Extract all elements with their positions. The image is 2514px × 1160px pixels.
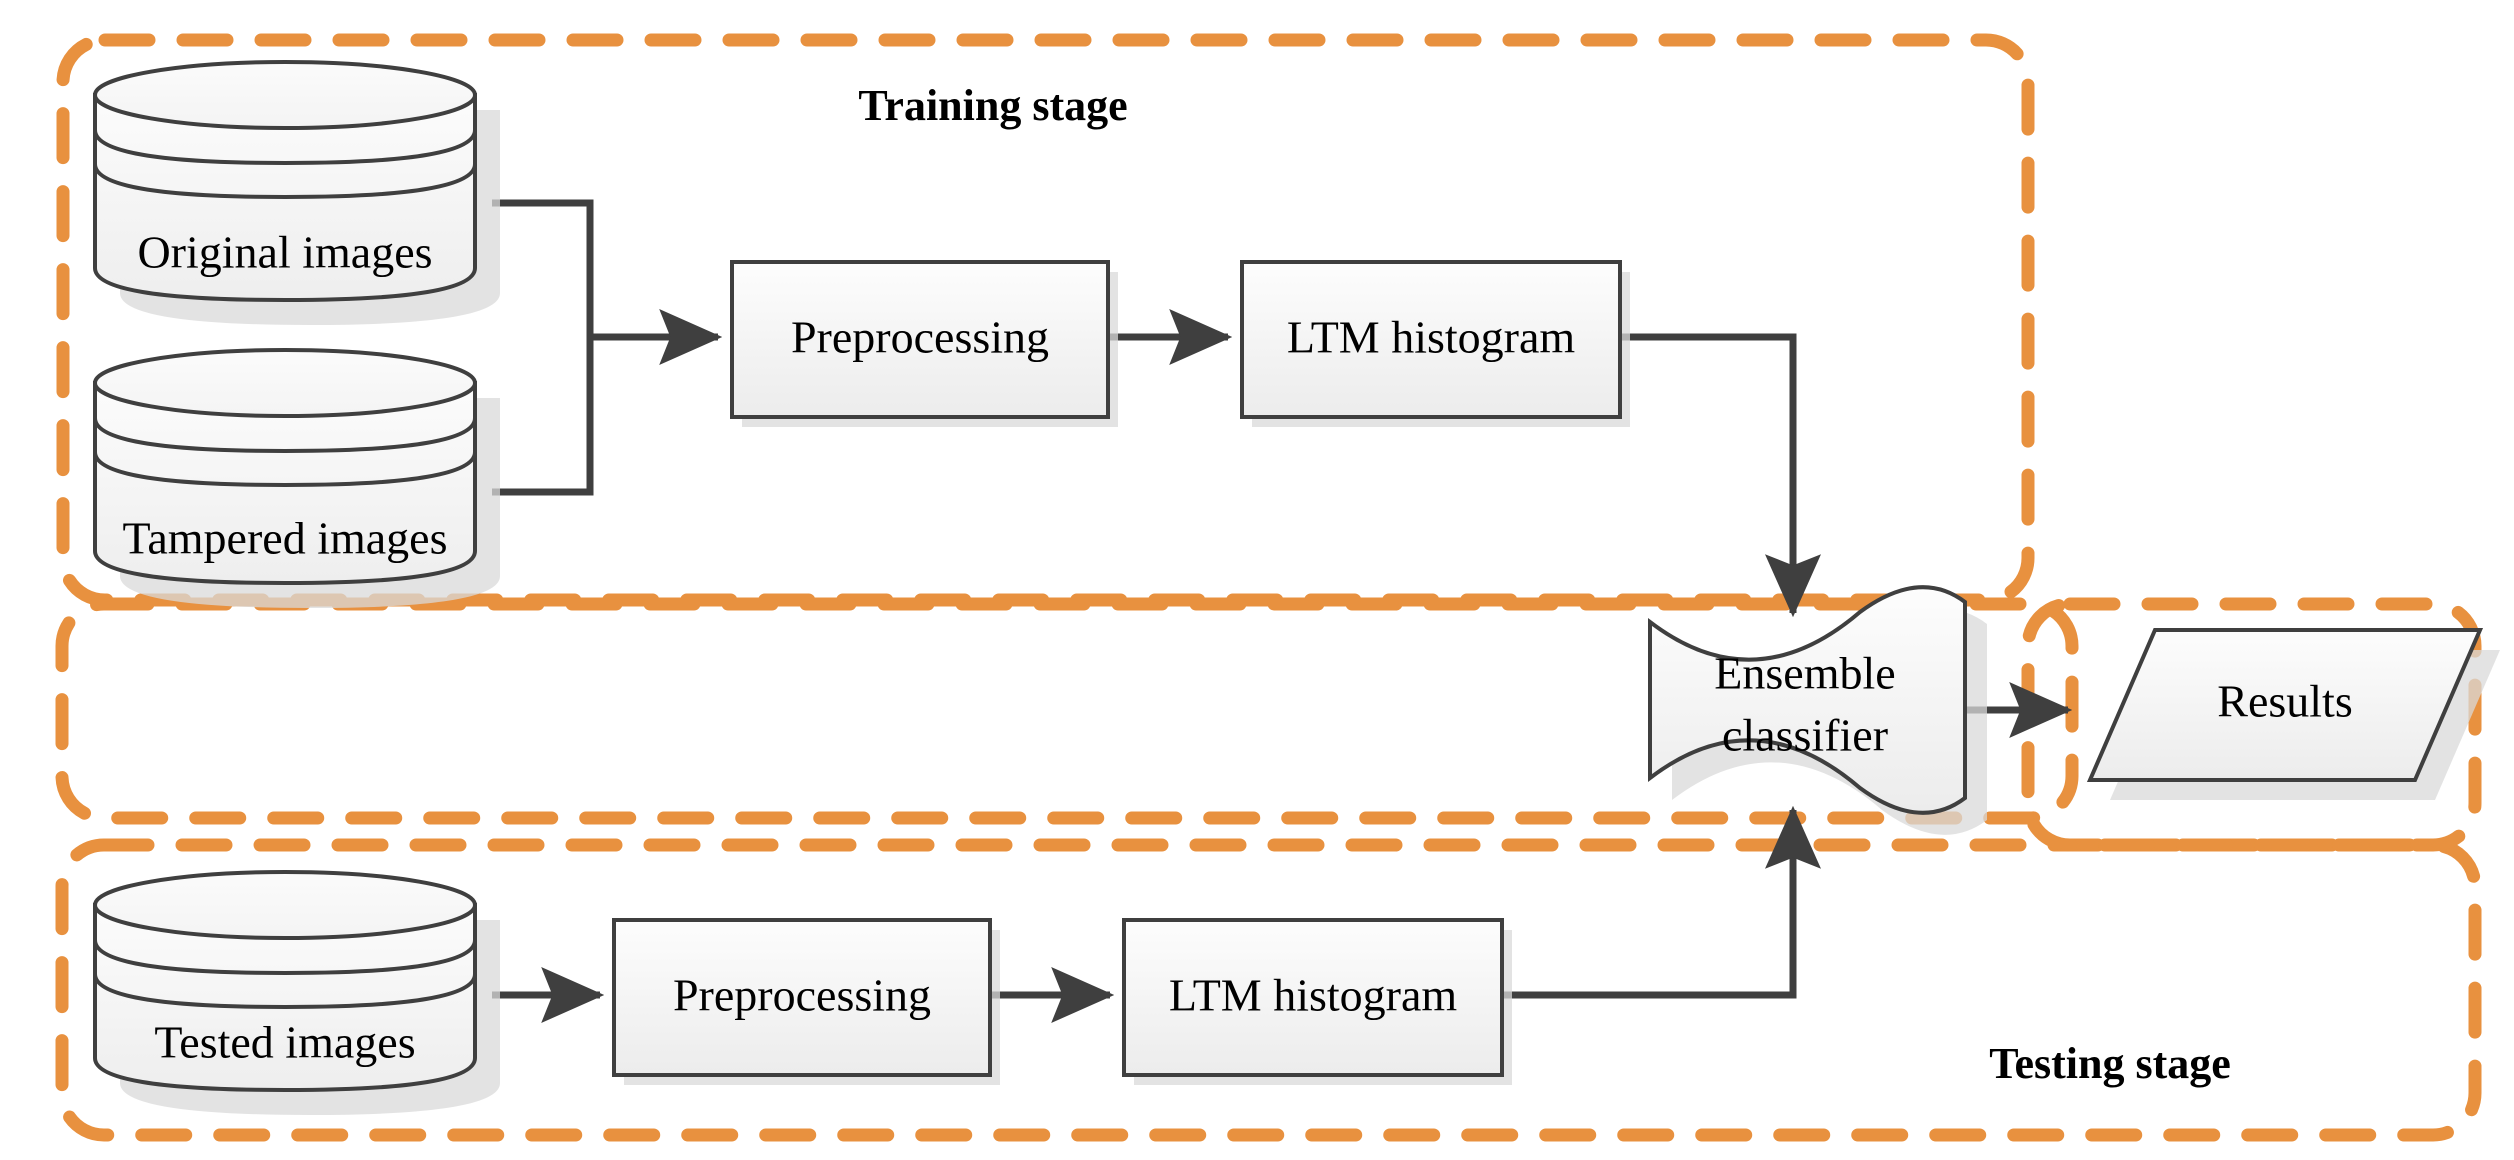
tested-images-label: Tested images [154, 1017, 415, 1068]
node-train-preprocessing[interactable]: Preprocessing [730, 260, 1118, 427]
results-box [2086, 628, 2484, 782]
node-test-ltm-histogram[interactable]: LTM histogram [1122, 918, 1512, 1085]
testing-stage-boundary [55, 838, 2482, 1142]
node-original-images[interactable]: Original images [93, 60, 500, 325]
original-images-band-1 [93, 129, 477, 166]
tampered-images-band-1 [93, 417, 477, 454]
original-images-label: Original images [137, 227, 432, 278]
test-ltm-box [1122, 918, 1504, 1077]
training-stage-label: Training stage [858, 81, 1127, 130]
test-preprocessing-label: Preprocessing [673, 970, 931, 1021]
testing-stage-label: Testing stage [1989, 1039, 2231, 1088]
tested-images-band-1 [93, 939, 477, 976]
ensemble-classifier-label-line1: Ensemble [1714, 648, 1895, 699]
results-region-boundary [2021, 597, 2482, 852]
node-ensemble-classifier[interactable]: Ensemble classifier [1648, 585, 1987, 835]
tampered-images-label: Tampered images [122, 513, 447, 564]
test-preprocessing-box [612, 918, 992, 1077]
results-label: Results [2217, 676, 2352, 727]
node-results[interactable]: Results [2086, 628, 2500, 800]
test-ltm-label: LTM histogram [1169, 970, 1458, 1021]
tested-images-band-2 [93, 973, 477, 1010]
edge-test-ltm-to-ensemble [1493, 805, 1821, 999]
tested-images-body [93, 903, 477, 1093]
edge-tampered-to-junction [492, 337, 594, 496]
train-ltm-label: LTM histogram [1287, 312, 1576, 363]
stage-containers [55, 33, 2482, 1142]
train-ltm-box [1240, 260, 1622, 419]
node-test-preprocessing[interactable]: Preprocessing [612, 918, 1000, 1085]
original-images-band-2 [93, 163, 477, 200]
tampered-images-top-ellipse [93, 348, 477, 418]
ensemble-classifier-label-line2: classifier [1722, 710, 1888, 761]
node-train-ltm-histogram[interactable]: LTM histogram [1240, 260, 1630, 427]
train-preprocessing-label: Preprocessing [791, 312, 1049, 363]
edge-train-ltm-to-ensemble [1620, 333, 1821, 618]
train-preprocessing-box [730, 260, 1110, 419]
tested-images-top-ellipse [93, 870, 477, 940]
node-tested-images[interactable]: Tested images [93, 870, 500, 1115]
edge-original-to-junction [492, 199, 594, 337]
tampered-images-band-2 [93, 451, 477, 488]
ensemble-classifier-body [1648, 585, 1967, 815]
node-tampered-images[interactable]: Tampered images [93, 348, 500, 608]
original-images-top-ellipse [93, 60, 477, 130]
